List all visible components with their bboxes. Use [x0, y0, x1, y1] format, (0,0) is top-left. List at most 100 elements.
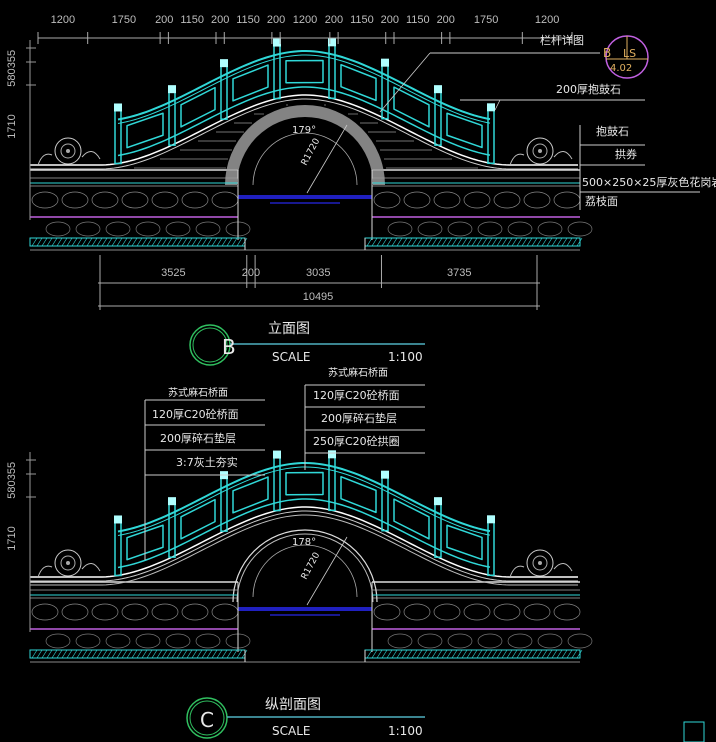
drum-stone [54, 549, 82, 577]
hatch [81, 649, 88, 659]
post-cap [273, 450, 281, 459]
hatch [121, 649, 128, 659]
hatch [56, 649, 63, 659]
cobble [537, 633, 563, 649]
dim-text-top: 1200 [535, 14, 559, 26]
label-railing-detail: 栏杆详图 [540, 33, 584, 47]
hatch [136, 237, 143, 247]
hatch [406, 649, 413, 659]
post-cap [434, 497, 442, 506]
hatch [421, 649, 428, 659]
cobble [553, 603, 581, 621]
hatch [126, 649, 133, 659]
hatch [226, 649, 233, 659]
hatch [401, 649, 408, 659]
section-arch-angle: 178° [292, 537, 316, 548]
handrail-inner [117, 466, 491, 536]
dim-text-top: 1200 [293, 14, 317, 26]
hatch [231, 649, 238, 659]
hatch [526, 649, 533, 659]
view-symbol-circle [186, 697, 228, 739]
hatch [56, 237, 63, 247]
hatch [141, 237, 148, 247]
dim-text-bottom: 3035 [306, 267, 330, 279]
cobble [433, 603, 461, 621]
hatch [381, 237, 388, 247]
hatch [461, 237, 468, 247]
hatch [116, 649, 123, 659]
hatch [511, 649, 518, 659]
hatch [101, 649, 108, 659]
hatch [71, 649, 78, 659]
angle-arc [252, 544, 358, 598]
hatch [96, 237, 103, 247]
hatch [501, 649, 508, 659]
dim-text-top: 200 [211, 14, 229, 26]
arch-intrados [236, 533, 374, 603]
hatch [106, 649, 113, 659]
hatch [216, 237, 223, 247]
cobble [447, 633, 473, 649]
hatch [186, 649, 193, 659]
dim-text-top: 1200 [51, 14, 75, 26]
hatch [31, 649, 38, 659]
hatch [511, 237, 518, 247]
hatch [206, 237, 213, 247]
hatch [426, 649, 433, 659]
hatch [46, 237, 53, 247]
handrail-inner [117, 54, 491, 124]
dim-text-vertical: 1710 [6, 114, 18, 138]
cobble [373, 603, 401, 621]
hatch [221, 649, 228, 659]
label-arch-voussoir: 拱券 [615, 147, 637, 161]
hatch [446, 649, 453, 659]
hatch [571, 237, 578, 247]
hatch [191, 649, 198, 659]
hatch [201, 237, 208, 247]
cobble [105, 221, 131, 237]
view-letter-b: B [222, 335, 236, 359]
dim-text-vertical: 355 [6, 462, 18, 480]
deck-layer [30, 510, 578, 582]
hatch [91, 237, 98, 247]
cobble [211, 603, 239, 621]
hatch [576, 649, 583, 659]
dim-text-vertical: 1710 [6, 526, 18, 550]
hatch [546, 649, 553, 659]
hatch [61, 237, 68, 247]
post-cap [273, 38, 281, 47]
hatch [181, 237, 188, 247]
rail-panel [180, 498, 216, 540]
hatch [366, 649, 373, 659]
hatch [496, 237, 503, 247]
dim-text-top: 1750 [474, 14, 498, 26]
hatch [556, 649, 563, 659]
hatch [31, 237, 38, 247]
hatch [101, 237, 108, 247]
hatch [466, 237, 473, 247]
drum-stone [526, 137, 554, 165]
hatch [441, 649, 448, 659]
hatch [551, 237, 558, 247]
cobble [31, 191, 59, 209]
cobble [75, 633, 101, 649]
hatch [126, 237, 133, 247]
arch-ring [232, 529, 378, 603]
drum-stone [526, 549, 554, 577]
dim-text-top: 200 [381, 14, 399, 26]
scale-label: SCALE [272, 350, 310, 364]
dim-text-top: 200 [155, 14, 173, 26]
hatch [561, 237, 568, 247]
hatch [491, 237, 498, 247]
hatch [426, 237, 433, 247]
hatch [131, 237, 138, 247]
hatch [461, 649, 468, 659]
corner-marker [683, 721, 705, 742]
view-symbol-circle [189, 324, 231, 366]
hatch [486, 649, 493, 659]
arch-radius: R1720 [300, 137, 323, 168]
rail-panel [393, 86, 430, 128]
hatch [51, 649, 58, 659]
hatch [156, 649, 163, 659]
